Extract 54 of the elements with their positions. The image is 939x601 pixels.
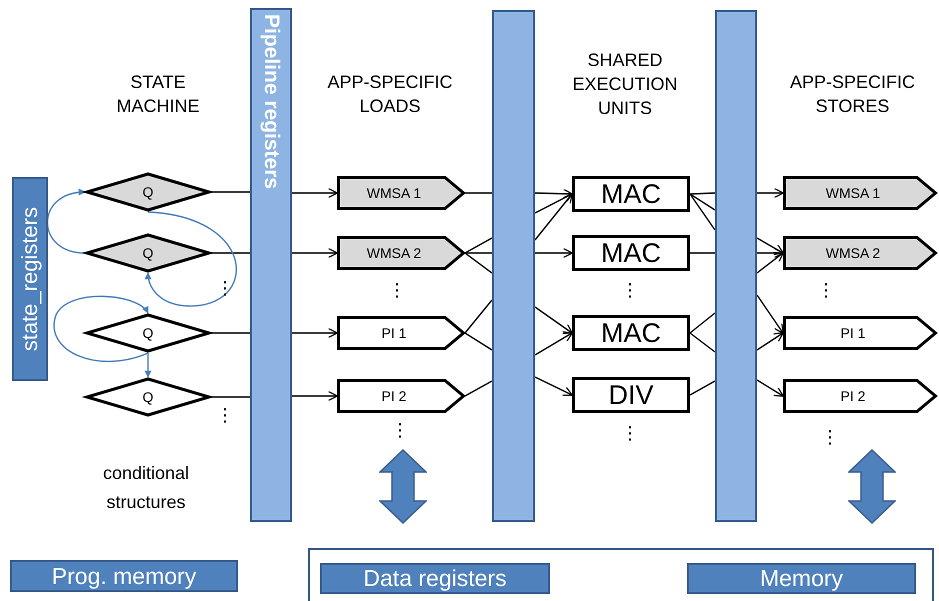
connector-arrow (756, 379, 784, 397)
column-heading: SHARED EXECUTION UNITS (571, 49, 678, 120)
connector-arrow (756, 237, 784, 254)
connector-arrow (53, 296, 149, 362)
connector-arrow (534, 306, 573, 334)
execution-unit-box: MAC (572, 176, 690, 212)
memory-bar: Memory (687, 563, 916, 594)
ellipsis-mark: ⋮ (387, 280, 407, 302)
ellipsis-mark: ⋮ (620, 280, 640, 302)
connector-arrow (46, 189, 86, 254)
unit-tag: PI 2 (783, 379, 937, 413)
connector-arrow (292, 328, 338, 338)
memory-bar: Prog. memory (10, 560, 238, 592)
execution-unit-box: MAC (572, 315, 690, 351)
unit-tag: WMSA 1 (337, 176, 465, 210)
connector-arrow (756, 332, 784, 351)
connector-arrow (292, 248, 338, 258)
column-heading: APP-SPECIFIC STORES (788, 71, 916, 118)
caption-text: conditional structures (102, 462, 190, 514)
ellipsis-mark: ⋮ (620, 423, 640, 445)
connector-arrow (292, 390, 338, 402)
execution-unit-box: MAC (572, 235, 690, 271)
memory-bar: Data registers (320, 563, 550, 594)
unit-tag: WMSA 1 (783, 176, 937, 210)
connector-arrow (534, 332, 574, 356)
connector-arrow (756, 252, 784, 274)
pipeline-bar (715, 10, 757, 522)
ellipsis-mark: ⋮ (820, 427, 840, 449)
ellipsis-mark: ⋮ (816, 280, 836, 302)
unit-tag: WMSA 2 (783, 236, 937, 270)
connector-arrow (534, 376, 574, 396)
ellipsis-mark: ⋮ (215, 278, 235, 300)
connector-arrow (534, 193, 574, 214)
unit-tag: PI 1 (783, 316, 937, 350)
register-bar: state_registers (12, 177, 48, 381)
pipeline-bar: Pipeline registers (250, 8, 292, 522)
connector-arrow (757, 188, 784, 198)
column-heading: APP-SPECIFIC LOADS (326, 71, 454, 118)
unit-tag: WMSA 2 (337, 236, 465, 270)
connector-arrow (144, 353, 152, 378)
execution-unit-box: DIV (572, 377, 690, 413)
connector-arrow (757, 248, 784, 258)
ellipsis-mark: ⋮ (215, 405, 235, 427)
column-heading: STATE MACHINE (115, 71, 200, 118)
connector-arrow (535, 248, 574, 258)
pipeline-bar (492, 10, 535, 522)
ellipsis-mark: ⋮ (390, 420, 410, 442)
container-box (308, 548, 934, 601)
unit-tag: PI 2 (337, 379, 465, 413)
connector-arrow (534, 193, 573, 240)
connector-arrow (144, 211, 237, 307)
connector-arrow (756, 294, 784, 334)
connector-arrow (292, 188, 338, 198)
unit-tag: PI 1 (337, 316, 465, 350)
